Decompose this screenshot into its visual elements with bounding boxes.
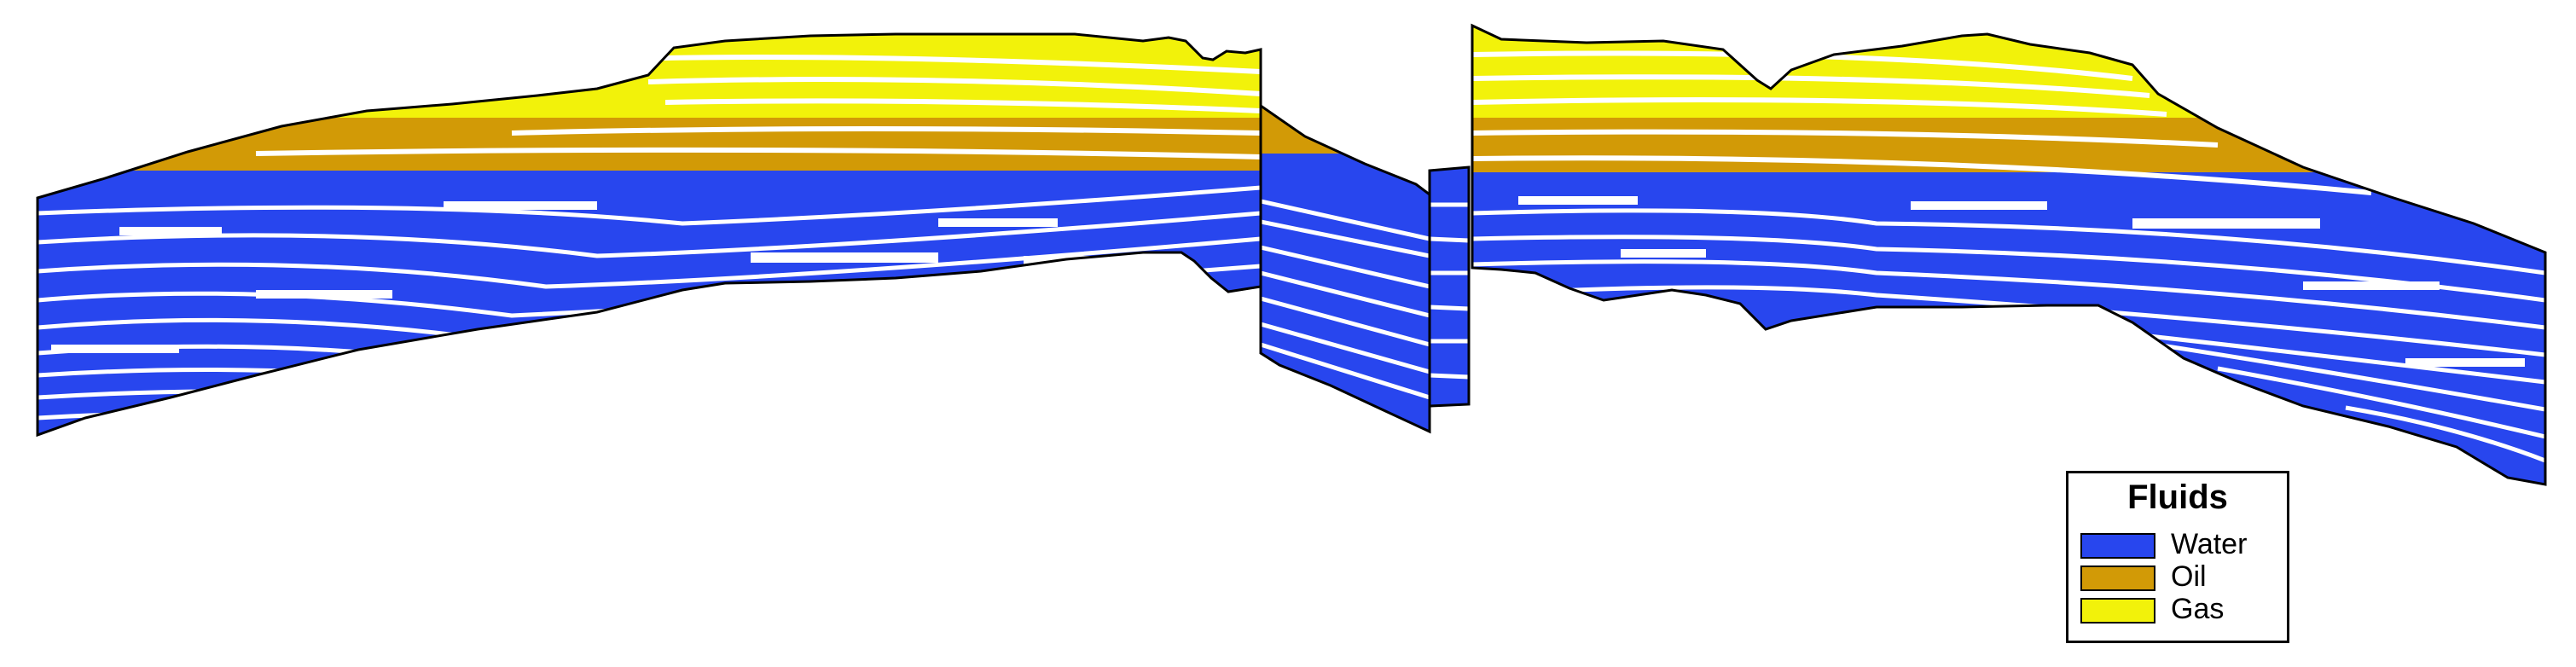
legend-item-oil: Oil xyxy=(2080,560,2285,593)
legend-label-oil: Oil xyxy=(2171,560,2207,593)
fault-block-east xyxy=(1471,24,2547,486)
legend-label-water: Water xyxy=(2171,528,2248,560)
legend-label-gas: Gas xyxy=(2171,593,2225,625)
fault-block-west xyxy=(36,32,1262,437)
water-swatch xyxy=(2080,533,2155,559)
fault-block-central xyxy=(1259,104,1431,433)
fault-block-sliver xyxy=(1428,165,1471,408)
legend: Fluids Water Oil Gas xyxy=(2066,471,2289,643)
legend-item-gas: Gas xyxy=(2080,593,2285,625)
legend-title: Fluids xyxy=(2127,478,2228,516)
oil-swatch xyxy=(2080,566,2155,591)
legend-item-water: Water xyxy=(2080,528,2285,560)
gas-swatch xyxy=(2080,598,2155,624)
